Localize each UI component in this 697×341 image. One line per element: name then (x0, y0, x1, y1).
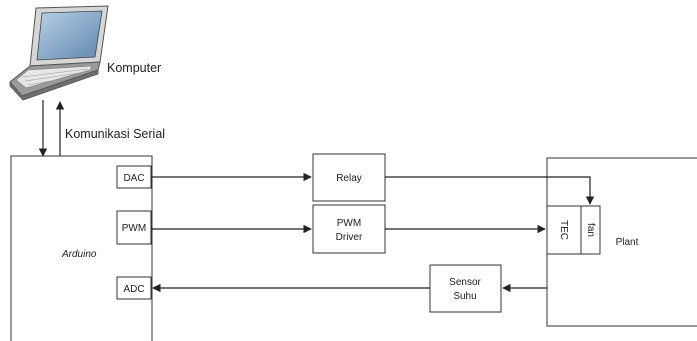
pwm-port-label: PWM (122, 223, 146, 234)
sensor-suhu-block (429, 264, 502, 313)
pwm-driver-label-line1: PWM (337, 218, 361, 229)
sensor-label-line1: Sensor (449, 277, 481, 288)
relay-label: Relay (336, 173, 362, 184)
computer-label: Komputer (107, 61, 161, 75)
tec-element (546, 205, 582, 255)
relay-block (312, 153, 386, 202)
adc-port (116, 276, 152, 300)
arduino-label: Arduino (61, 249, 97, 260)
tec-label: TEC (558, 220, 569, 240)
fan-element (580, 205, 601, 255)
pwm-driver-label-line2: Driver (336, 232, 363, 243)
pwm-driver-block (312, 204, 386, 254)
fan-label: fan (585, 223, 596, 237)
plant-label: Plant (616, 237, 639, 248)
laptop-icon (9, 5, 109, 101)
sensor-label-line2: Suhu (453, 291, 476, 302)
relay-to-fan-arrow (385, 176, 595, 205)
serial-link-label: Komunikasi Serial (65, 127, 165, 141)
dac-port-label: DAC (123, 173, 144, 184)
adc-port-label: ADC (123, 284, 144, 295)
pwm-port (116, 210, 152, 245)
